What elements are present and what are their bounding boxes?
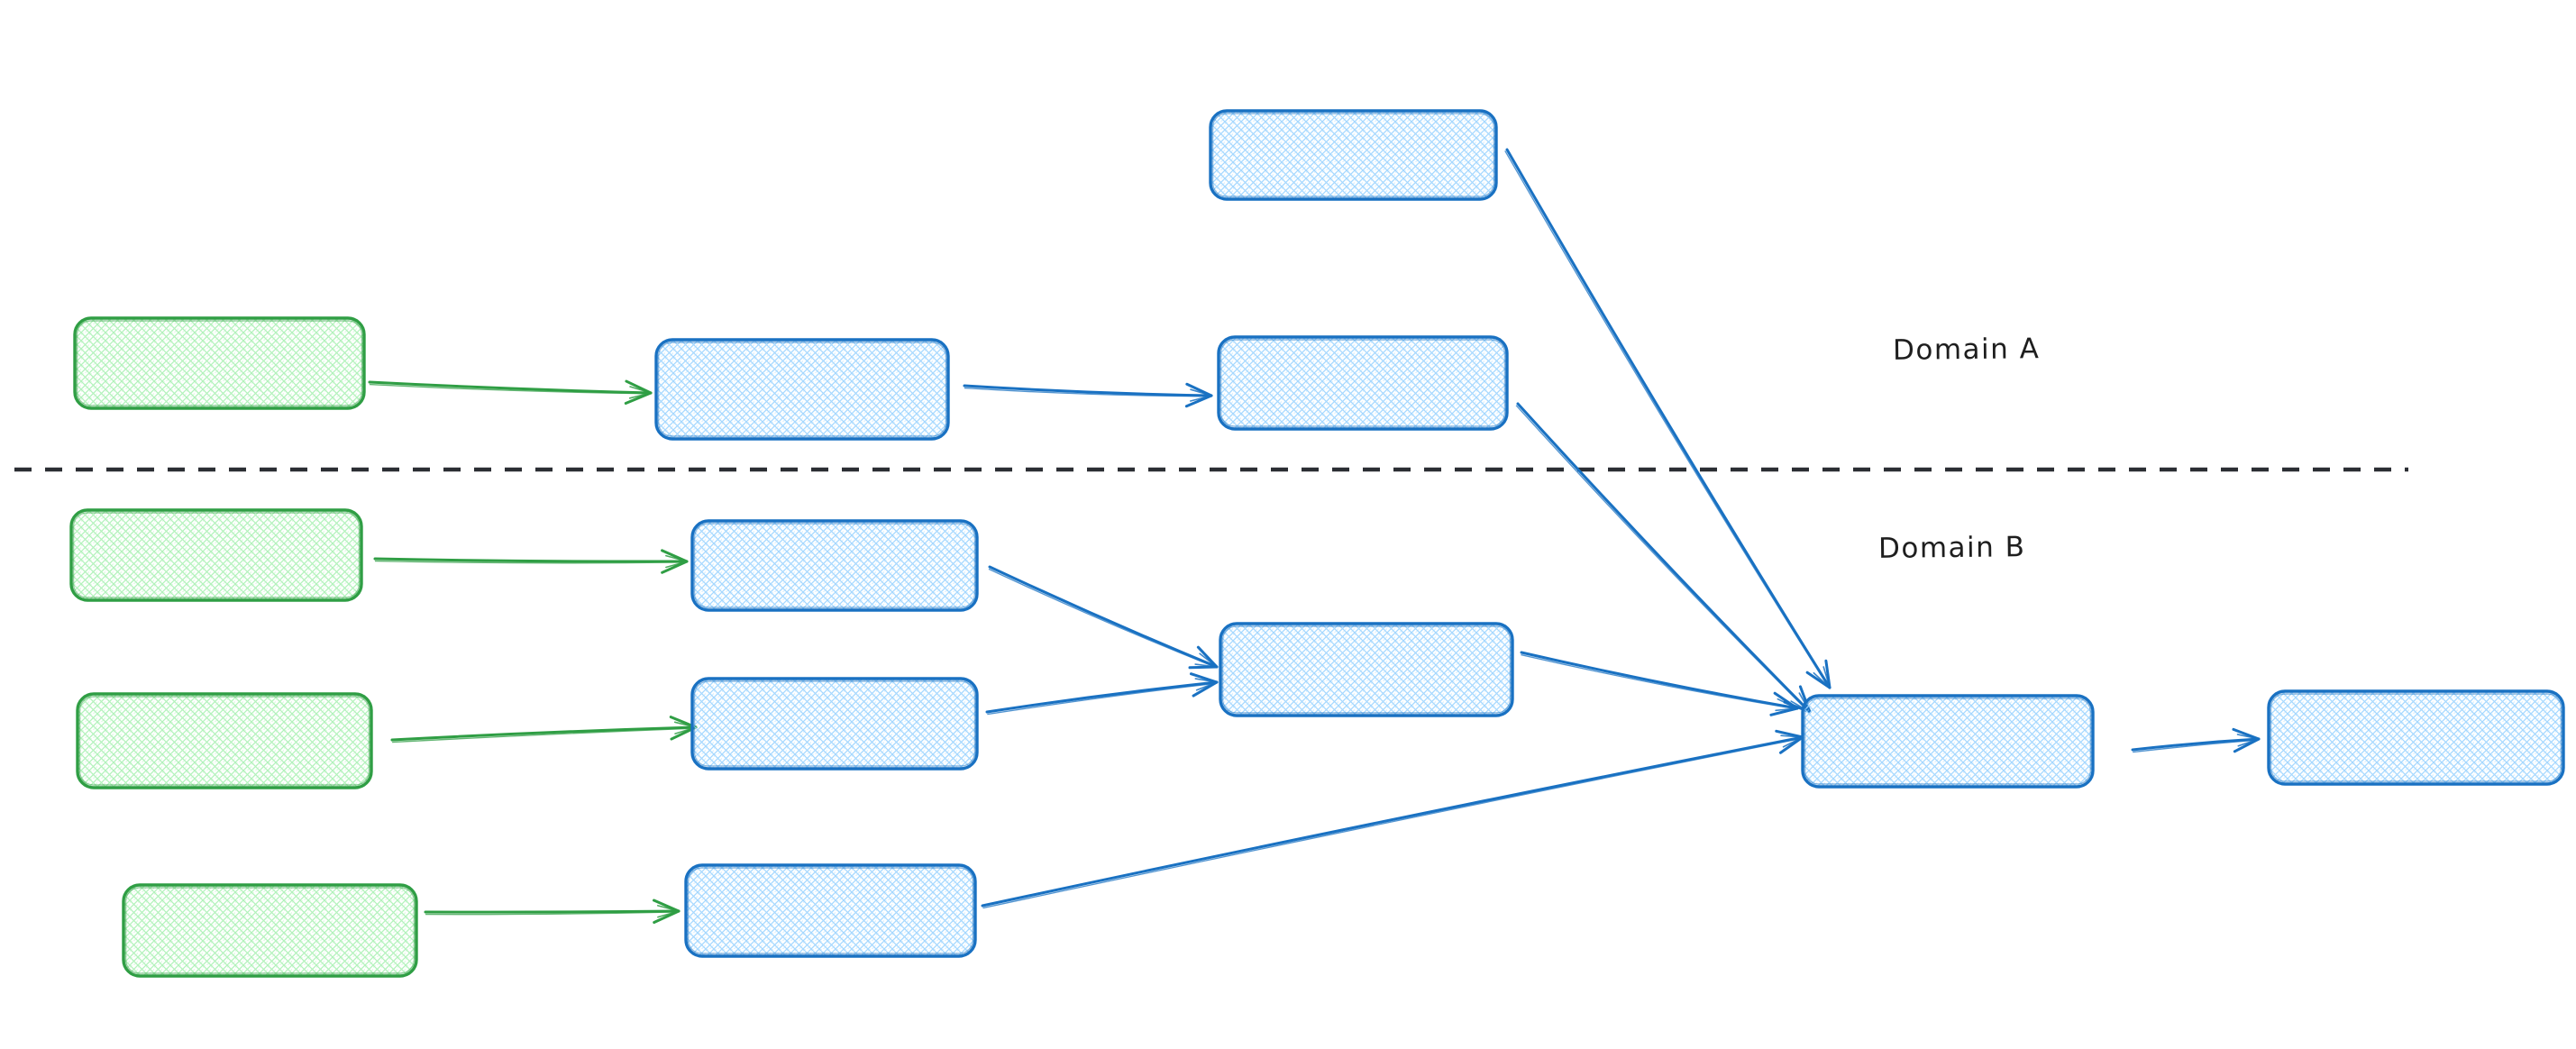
node-process-a-1[interactable] (654, 338, 950, 441)
node-input-b-2[interactable] (76, 692, 373, 789)
node-input-b-3[interactable] (122, 883, 418, 978)
edge-input-b-1-to-process-b-1[interactable] (373, 549, 689, 574)
edge-merge-b-to-aggregator[interactable] (1520, 651, 1799, 716)
edge-process-b-3-to-aggregator[interactable] (981, 729, 1804, 909)
node-input-b-1[interactable] (69, 508, 363, 602)
edge-aggregator-to-result[interactable] (2131, 727, 2261, 753)
label-domain-b[interactable]: Domain B (1877, 531, 2026, 565)
node-process-b-1[interactable] (690, 519, 979, 612)
edge-process-a-1-to-process-a-2[interactable] (963, 382, 1213, 408)
edge-side-input-top-to-aggregator[interactable] (1504, 148, 1832, 689)
edge-input-b-3-to-process-b-3[interactable] (424, 898, 681, 925)
node-input-a[interactable] (73, 316, 366, 410)
node-result[interactable] (2267, 689, 2565, 786)
label-domain-a[interactable]: Domain A (1892, 333, 2041, 367)
node-merge-b[interactable] (1219, 622, 1514, 717)
edge-input-b-2-to-process-b-2[interactable] (390, 716, 698, 743)
node-aggregator[interactable] (1801, 694, 2095, 789)
edge-process-b-1-to-merge-b[interactable] (988, 565, 1219, 670)
node-process-a-2[interactable] (1217, 335, 1509, 431)
edge-process-a-2-to-aggregator[interactable] (1515, 402, 1812, 714)
edge-input-a-to-process-a-1[interactable] (368, 379, 653, 406)
node-process-b-2[interactable] (690, 677, 979, 771)
node-process-b-3[interactable] (684, 863, 977, 958)
edge-process-b-2-to-merge-b[interactable] (985, 672, 1219, 716)
node-side-input-top[interactable] (1209, 109, 1498, 201)
